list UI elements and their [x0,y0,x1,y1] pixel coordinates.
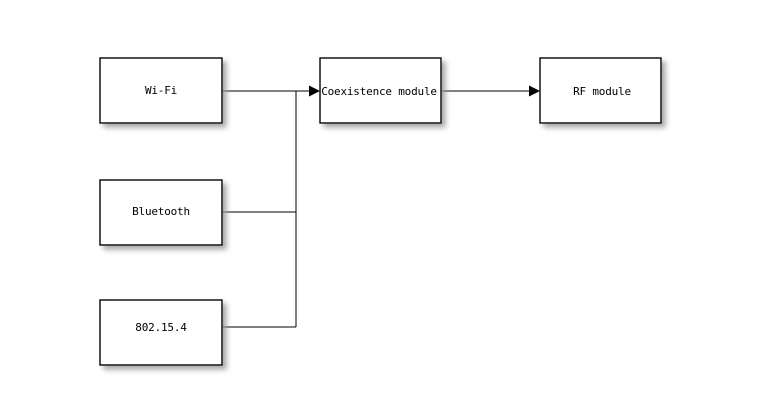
arrowhead-into-coexistence-icon [309,85,320,97]
node-rf-module-label: RF module [573,85,631,98]
node-802-15-4-label: 802.15.4 [135,321,187,334]
node-bluetooth-label: Bluetooth [132,205,190,218]
node-802-15-4-box [99,299,223,366]
node-bluetooth[interactable]: Bluetooth [99,179,223,246]
node-rf-module[interactable]: RF module [539,57,662,124]
connector-layer [222,90,538,328]
node-coexistence-module-box [319,57,442,124]
arrowhead-layer [309,85,540,97]
node-coexistence-module[interactable]: Coexistence module [319,57,442,124]
node-coexistence-module-label: Coexistence module [321,85,437,98]
node-wifi-box [99,57,223,124]
node-wifi-label: Wi-Fi [145,84,177,97]
arrowhead-into-rf-icon [529,85,540,97]
node-layer: Wi-Fi Bluetooth 802.15.4 Coexistence mod… [99,57,662,366]
node-wifi[interactable]: Wi-Fi [99,57,223,124]
node-bluetooth-box [99,179,223,246]
node-802-15-4[interactable]: 802.15.4 [99,299,223,366]
node-rf-module-box [539,57,662,124]
